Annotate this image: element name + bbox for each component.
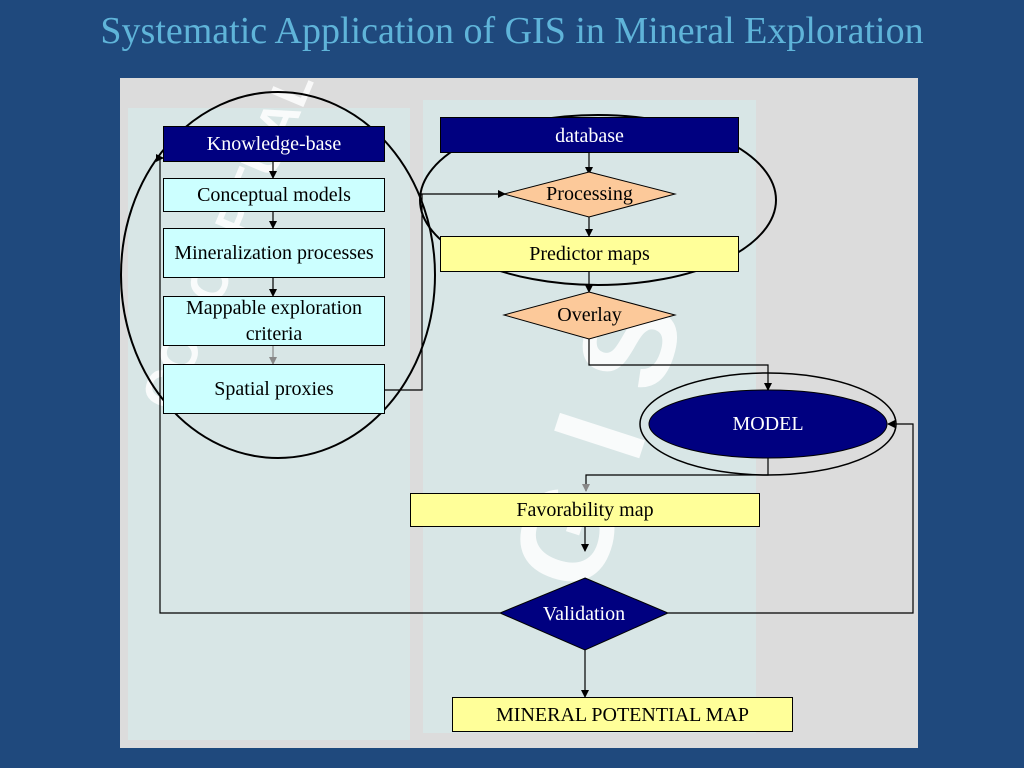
arrow-spatial-to-processing [385,190,506,391]
conceptual-models-box: Conceptual models [163,178,385,212]
processing-label: Processing [546,182,633,205]
overlay-label: Overlay [557,303,622,326]
knowledge-base-box: Knowledge-base [163,126,385,162]
model-grouping-ellipse [639,372,897,476]
conceptual-column-background [128,108,410,740]
favorability-map-box: Favorability map [410,493,760,527]
arrow-model-to-favorability [582,458,769,492]
arrow-overlay-to-model [588,339,772,391]
model-ellipse [648,389,888,459]
predictor-maps-box: Predictor maps [440,236,739,272]
model-label: MODEL [732,412,804,435]
validation-diamond [498,577,670,651]
database-box: database [440,117,739,153]
gis-processing-grouping-ellipse [419,114,777,286]
spatial-proxies-box: Spatial proxies [163,364,385,414]
overlay-diamond [502,291,677,340]
mappable-exploration-criteria-box: Mappable exploration criteria [163,296,385,346]
mineral-potential-map-box: MINERAL POTENTIAL MAP [452,697,793,732]
processing-diamond [502,171,677,218]
validation-label: Validation [542,602,626,625]
arrow-validation-to-knowledge-base [156,154,500,614]
mineralization-processes-box: Mineralization processes [163,228,385,278]
conceptual-grouping-ellipse [120,91,436,459]
arrow-validation-to-model [668,420,914,614]
slide-title: Systematic Application of GIS in Mineral… [100,10,924,52]
